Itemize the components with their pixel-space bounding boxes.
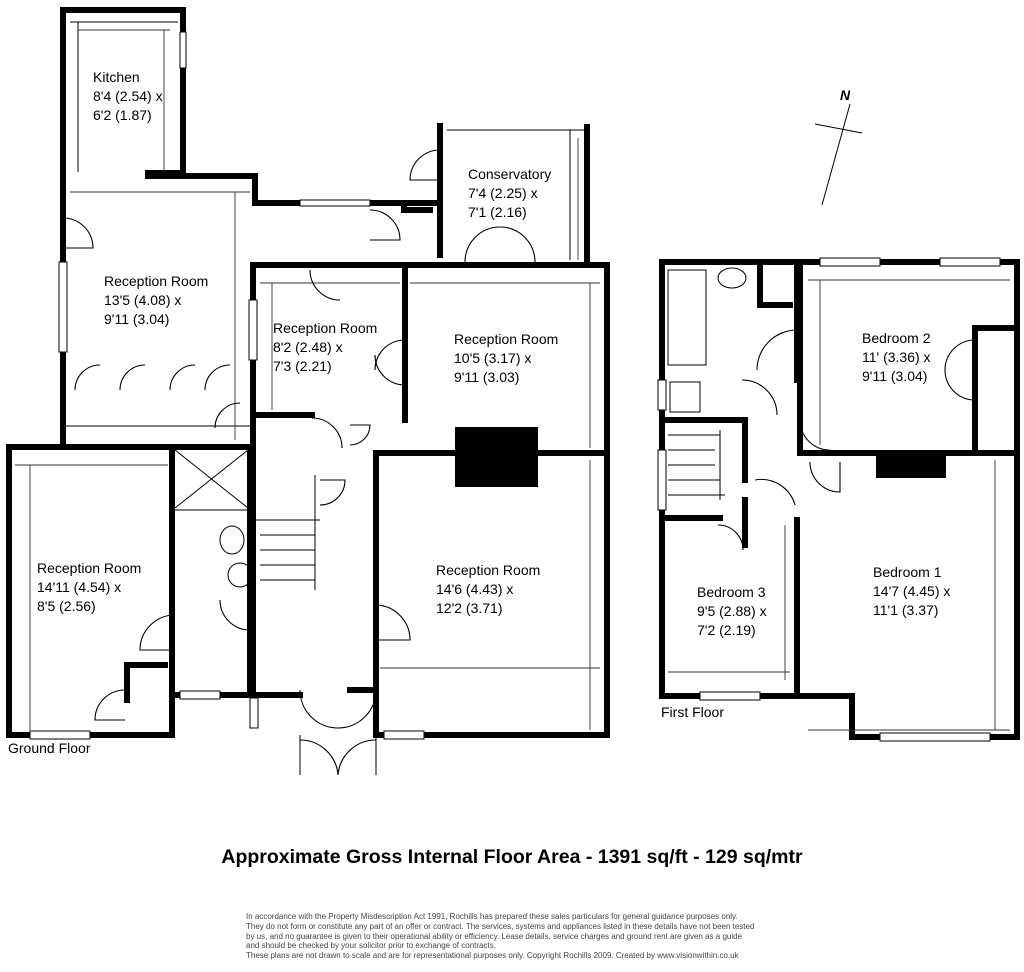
compass: N xyxy=(814,87,863,206)
room-dim: 13'5 (4.08) x xyxy=(104,292,181,308)
ground-floor-plan xyxy=(6,7,610,776)
room-name: Bedroom 3 xyxy=(697,584,766,600)
reception-nw-label: Reception Room 13'5 (4.08) x 9'11 (3.04) xyxy=(104,273,208,327)
first-floor-label: First Floor xyxy=(661,704,724,720)
room-name: Bedroom 2 xyxy=(862,330,931,346)
bedroom1-label: Bedroom 1 14'7 (4.45) x 11'1 (3.37) xyxy=(873,564,950,618)
room-dim: 9'11 (3.04) xyxy=(862,368,927,384)
reception-se-label: Reception Room 14'6 (4.43) x 12'2 (3.71) xyxy=(436,562,540,616)
room-dim: 14'11 (4.54) x xyxy=(37,579,121,595)
room-name: Reception Room xyxy=(104,273,208,289)
conservatory-label: Conservatory 7'4 (2.25) x 7'1 (2.16) xyxy=(468,166,551,220)
room-dim: 9'5 (2.88) x xyxy=(697,603,767,619)
room-dim: 7'3 (2.21) xyxy=(273,358,332,374)
room-name: Reception Room xyxy=(436,562,540,578)
kitchen-label: Kitchen 8'4 (2.54) x 6'2 (1.87) xyxy=(93,69,163,123)
room-name: Conservatory xyxy=(468,166,551,182)
disclaimer-line: They do not form or constitute any part … xyxy=(246,921,755,931)
room-name: Kitchen xyxy=(93,69,140,85)
room-name: Reception Room xyxy=(37,560,141,576)
hall-walls xyxy=(169,417,379,776)
compass-north-label: N xyxy=(840,87,851,103)
reception-sw-label: Reception Room 14'11 (4.54) x 8'5 (2.56) xyxy=(37,560,141,614)
room-dim: 10'5 (3.17) x xyxy=(454,350,531,366)
room-dim: 8'2 (2.48) x xyxy=(273,339,343,355)
room-dim: 7'1 (2.16) xyxy=(468,204,527,220)
disclaimer-line: These plans are not drawn to scale and a… xyxy=(246,951,739,961)
reception-ne-label: Reception Room 10'5 (3.17) x 9'11 (3.03) xyxy=(454,331,558,385)
disclaimer-line: In accordance with the Property Misdescr… xyxy=(246,912,738,921)
room-dim: 11'1 (3.37) xyxy=(873,602,938,618)
ground-floor-label: Ground Floor xyxy=(8,740,91,756)
disclaimer-line: and should be checked by your solicitor … xyxy=(246,941,496,951)
first-floor-plan xyxy=(657,257,1020,742)
bedroom3-label: Bedroom 3 9'5 (2.88) x 7'2 (2.19) xyxy=(697,584,767,638)
room-dim: 9'11 (3.04) xyxy=(104,311,169,327)
bedroom2-label: Bedroom 2 11' (3.36) x 9'11 (3.04) xyxy=(862,330,931,384)
room-dim: 7'2 (2.19) xyxy=(697,622,756,638)
reception-sw-walls xyxy=(6,444,176,740)
room-dim: 11' (3.36) x xyxy=(862,349,931,365)
room-name: Reception Room xyxy=(273,320,377,336)
room-dim: 8'5 (2.56) xyxy=(37,598,96,614)
room-dim: 14'6 (4.43) x xyxy=(436,581,513,597)
room-dim: 8'4 (2.54) x xyxy=(93,88,163,104)
conservatory-walls xyxy=(409,123,590,268)
reception-mid-walls xyxy=(248,262,408,449)
room-name: Bedroom 1 xyxy=(873,564,942,580)
reception-ne-walls xyxy=(373,262,610,693)
disclaimer-line: by us, and no guarantee is given to thei… xyxy=(246,931,743,941)
room-dim: 14'7 (4.45) x xyxy=(873,583,950,599)
room-dim: 6'2 (1.87) xyxy=(93,107,152,123)
room-dim: 12'2 (3.71) xyxy=(436,600,503,616)
disclaimer: In accordance with the Property Misdescr… xyxy=(246,912,806,961)
reception-se-walls xyxy=(373,450,610,740)
reception-mid-label: Reception Room 8'2 (2.48) x 7'3 (2.21) xyxy=(273,320,377,374)
room-name: Reception Room xyxy=(454,331,558,347)
floor-area-summary: Approximate Gross Internal Floor Area - … xyxy=(221,846,803,868)
room-dim: 9'11 (3.03) xyxy=(454,369,519,385)
room-dim: 7'4 (2.25) x xyxy=(468,185,538,201)
